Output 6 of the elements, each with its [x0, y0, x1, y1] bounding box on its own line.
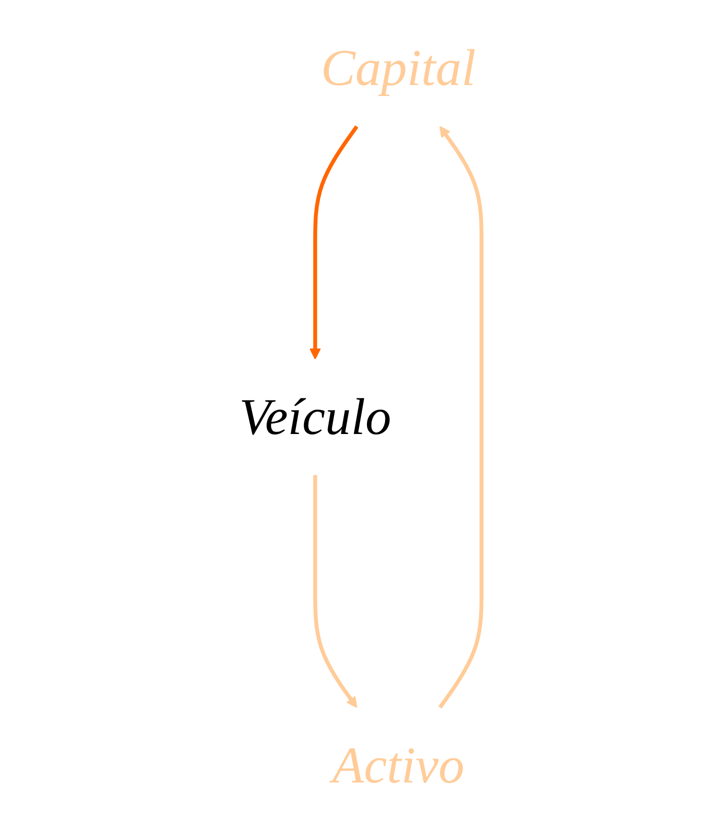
- arrow: [313, 475, 358, 708]
- node-text: Capital: [320, 38, 476, 97]
- node-text: Veículo: [239, 387, 392, 446]
- arrow: [309, 125, 358, 360]
- arrow: [438, 126, 484, 709]
- node-text: Activo: [332, 736, 464, 794]
